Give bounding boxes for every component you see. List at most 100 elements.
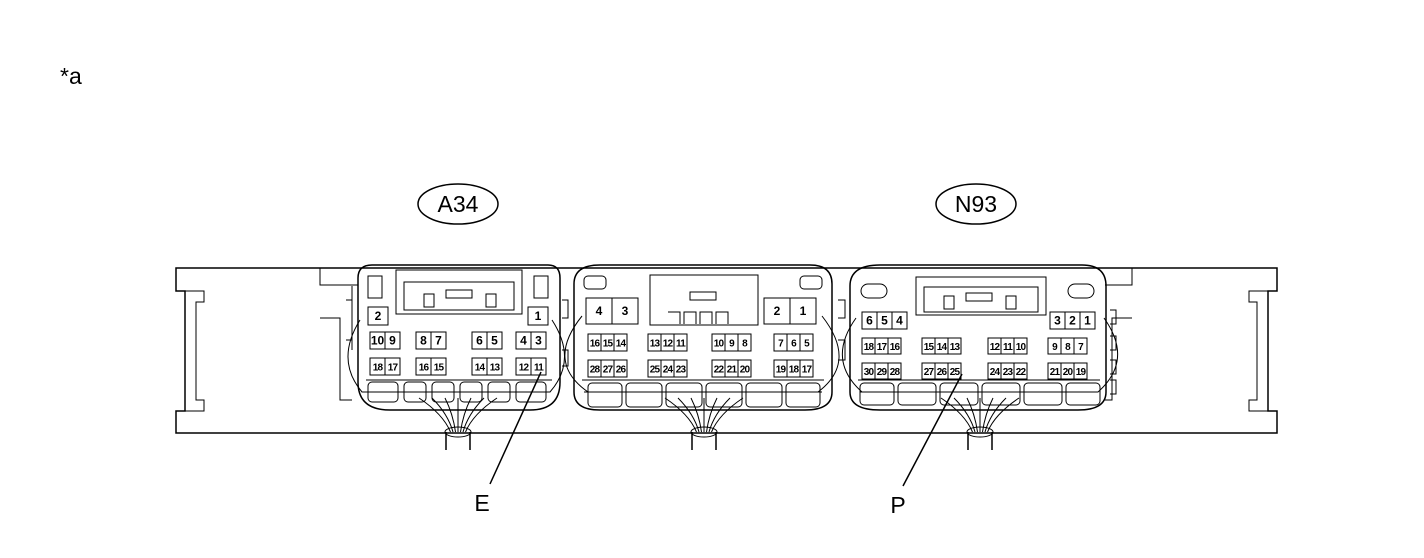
pin-number: 6: [476, 334, 483, 348]
harness-wire: [711, 397, 744, 433]
pin-number: 26: [937, 367, 948, 378]
pin-cavity: [430, 357, 447, 376]
harness-wire: [418, 397, 451, 433]
connector-a34-harness-loop: [347, 319, 565, 393]
wire-slot: [1023, 382, 1063, 406]
connector-center-body: [573, 264, 833, 411]
pin-number: 15: [924, 342, 935, 353]
pin-cavity: [611, 297, 639, 325]
wire-slot: [939, 382, 979, 406]
pin-cavity: [891, 311, 908, 330]
pin-cavity: [1013, 362, 1028, 380]
pin-number: 26: [616, 365, 627, 376]
pin-number: 10: [1016, 342, 1027, 353]
pin-number: 19: [1076, 367, 1087, 378]
pin-cavity: [530, 357, 547, 376]
pin-number: 1: [535, 309, 542, 323]
pin-number: 10: [371, 334, 385, 348]
pin-cavity: [486, 331, 503, 350]
wire-slot: [487, 381, 511, 403]
pin-number: 18: [789, 365, 800, 376]
pin-number: 6: [791, 339, 797, 350]
pin-number: 29: [877, 367, 888, 378]
wire-slot: [1065, 382, 1101, 406]
pin-number: 1: [800, 304, 807, 318]
pin-number: 27: [603, 365, 614, 376]
harness-wire: [966, 397, 978, 433]
wire-slot: [515, 381, 547, 403]
pin-number: 8: [742, 339, 748, 350]
harness-wire: [462, 397, 485, 433]
connector-center-base: [582, 379, 824, 393]
pin-cavity: [1079, 311, 1096, 330]
connector-center-latch: [649, 274, 759, 326]
pin-number: 12: [990, 342, 1001, 353]
pin-number: 9: [729, 339, 735, 350]
pin-cavity: [799, 359, 814, 378]
pin-number: 11: [1003, 342, 1013, 353]
connector-n93-left-key: [860, 283, 888, 299]
connector-a34-right-key: [533, 275, 549, 299]
pin-number: 27: [924, 367, 935, 378]
pin-cavity: [887, 362, 902, 380]
connector-a34-latch: [395, 269, 523, 315]
pin-number: 13: [490, 363, 501, 374]
pin-number: 4: [520, 334, 527, 348]
left-mount-tab: [185, 290, 205, 412]
pin-number: 18: [373, 363, 384, 374]
pin-number: 12: [519, 363, 530, 374]
connector-center-harness-loop: [564, 315, 840, 393]
pin-number: 25: [650, 365, 661, 376]
pin-number: 11: [534, 363, 544, 374]
harness-wire: [706, 397, 718, 433]
connector-center-right-key: [799, 275, 823, 290]
pin-number: 4: [896, 314, 903, 328]
harness-wire: [982, 397, 994, 433]
connector-n93-right-key: [1067, 283, 1095, 299]
harness-bundle: [967, 432, 993, 450]
callouts: E P: [474, 371, 963, 518]
pin-cavity: [486, 357, 503, 376]
pin-number: 20: [740, 365, 751, 376]
wire-slot: [705, 382, 743, 408]
pin-number: 6: [866, 314, 873, 328]
harness-wire: [677, 397, 700, 433]
pin-cavity: [1073, 337, 1088, 355]
wire-slot: [403, 381, 427, 403]
harness-bundle-top: [444, 426, 472, 438]
pin-number: 7: [435, 334, 442, 348]
harness-wire: [664, 397, 697, 433]
pin-cavity: [367, 306, 389, 326]
harness-wire: [444, 397, 456, 433]
callout-p-leader: [902, 373, 963, 487]
pin-number: 19: [776, 365, 787, 376]
connector-n93-latch: [915, 276, 1047, 316]
connector-a34-body: [357, 264, 561, 411]
connector-a34-latch-detail: [403, 281, 515, 311]
pin-number: 21: [1050, 367, 1061, 378]
pin-cavity: [673, 333, 688, 352]
pin-number: 2: [774, 304, 781, 318]
harness-wire: [465, 397, 498, 433]
pin-number: 2: [375, 309, 382, 323]
harness-wire: [987, 397, 1020, 433]
callout-p-label: P: [890, 492, 905, 518]
pin-number: 5: [881, 314, 888, 328]
harness-bundle: [445, 432, 471, 450]
callout-e-leader: [489, 371, 542, 485]
wire-slot: [587, 382, 623, 408]
pin-number: 18: [864, 342, 875, 353]
pin-cavity: [530, 331, 547, 350]
pin-number: 12: [663, 339, 674, 350]
pin-number: 24: [990, 367, 1001, 378]
pin-number: 14: [616, 339, 627, 350]
pin-number: 17: [388, 363, 399, 374]
pin-number: 7: [1078, 342, 1084, 353]
wire-slot: [859, 382, 895, 406]
wire-slot: [625, 382, 663, 408]
pin-cavity: [613, 333, 628, 352]
side-clips: [346, 286, 1117, 395]
pin-cavity: [763, 297, 791, 325]
connector-center-latch-detail: [668, 291, 729, 324]
pin-number: 16: [890, 342, 901, 353]
